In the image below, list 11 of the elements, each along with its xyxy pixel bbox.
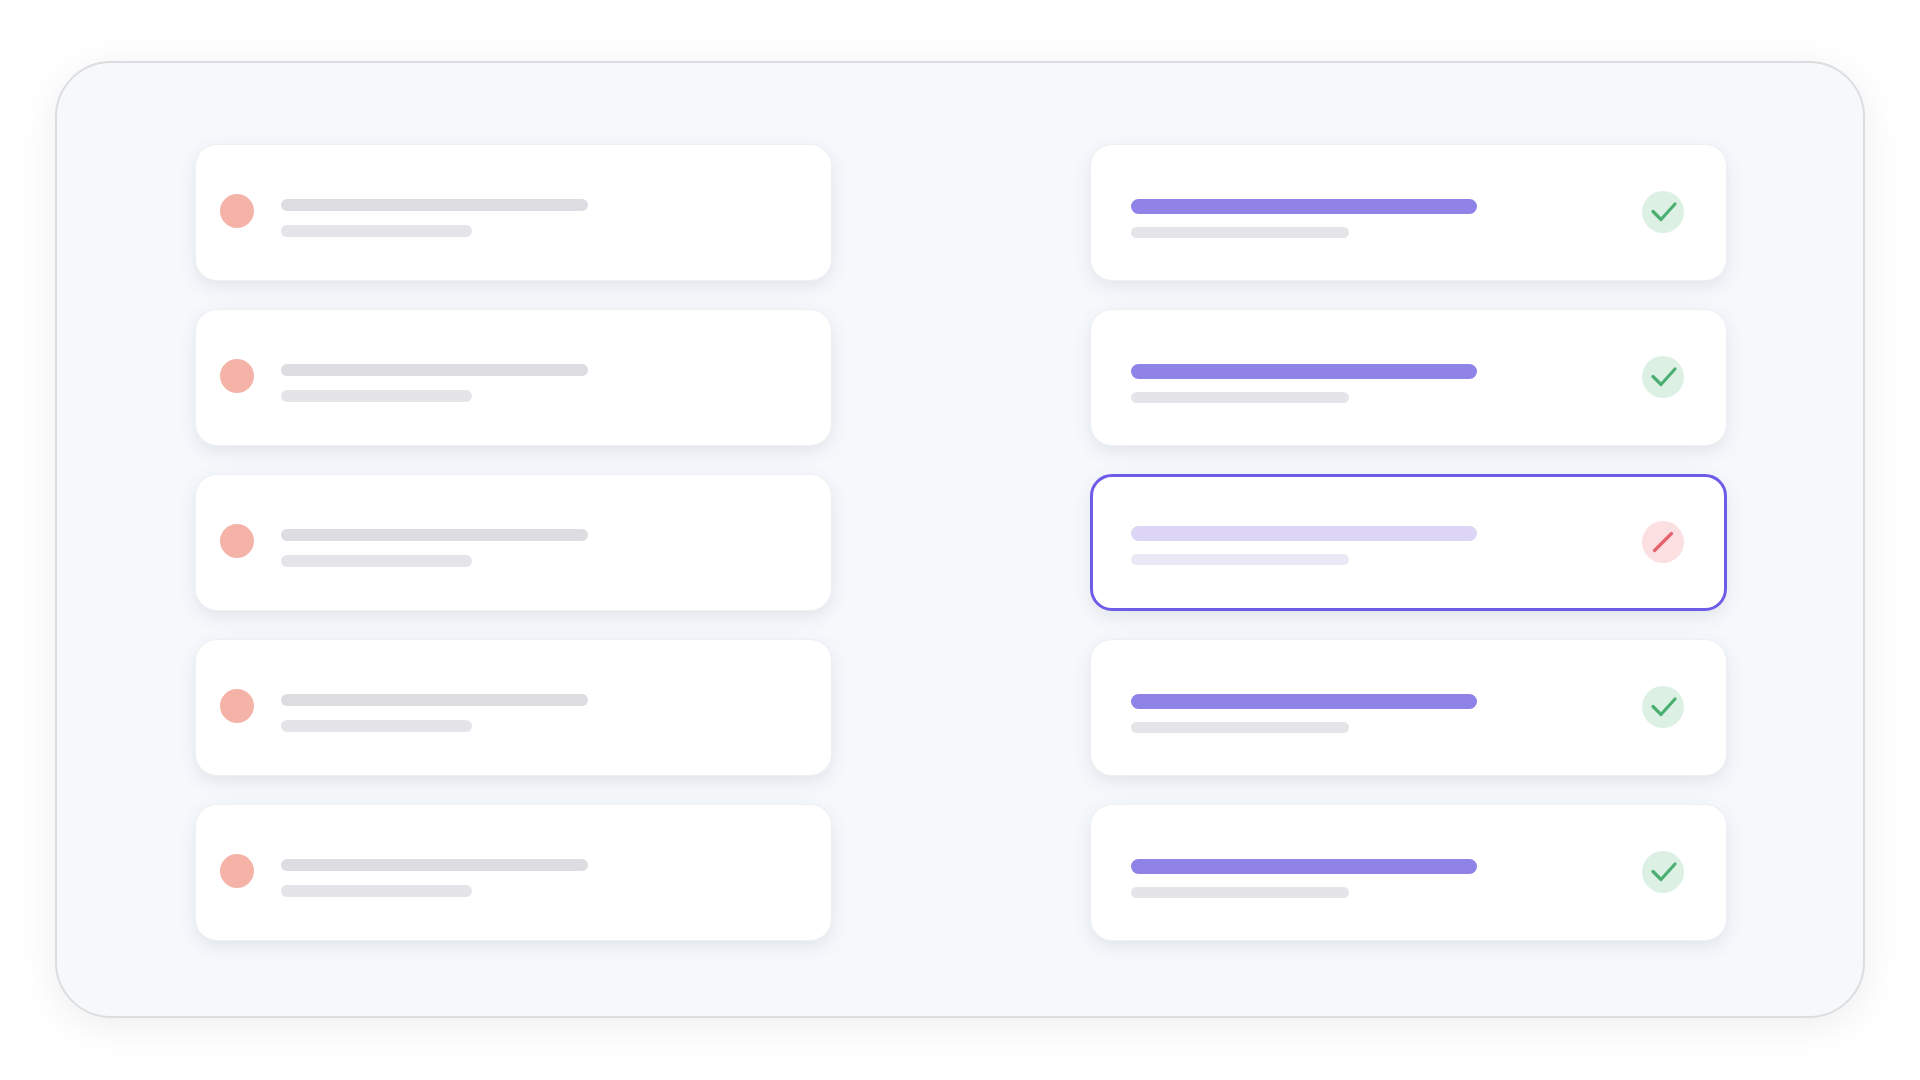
container-panel xyxy=(55,61,1865,1018)
list-card xyxy=(1090,639,1727,776)
list-card xyxy=(1090,144,1727,281)
list-card xyxy=(195,474,832,611)
list-card xyxy=(1090,309,1727,446)
list-card xyxy=(195,309,832,446)
selected-list-card xyxy=(1090,474,1727,611)
list-card xyxy=(195,804,832,941)
list-card xyxy=(195,639,832,776)
list-card xyxy=(195,144,832,281)
list-card xyxy=(1090,804,1727,941)
